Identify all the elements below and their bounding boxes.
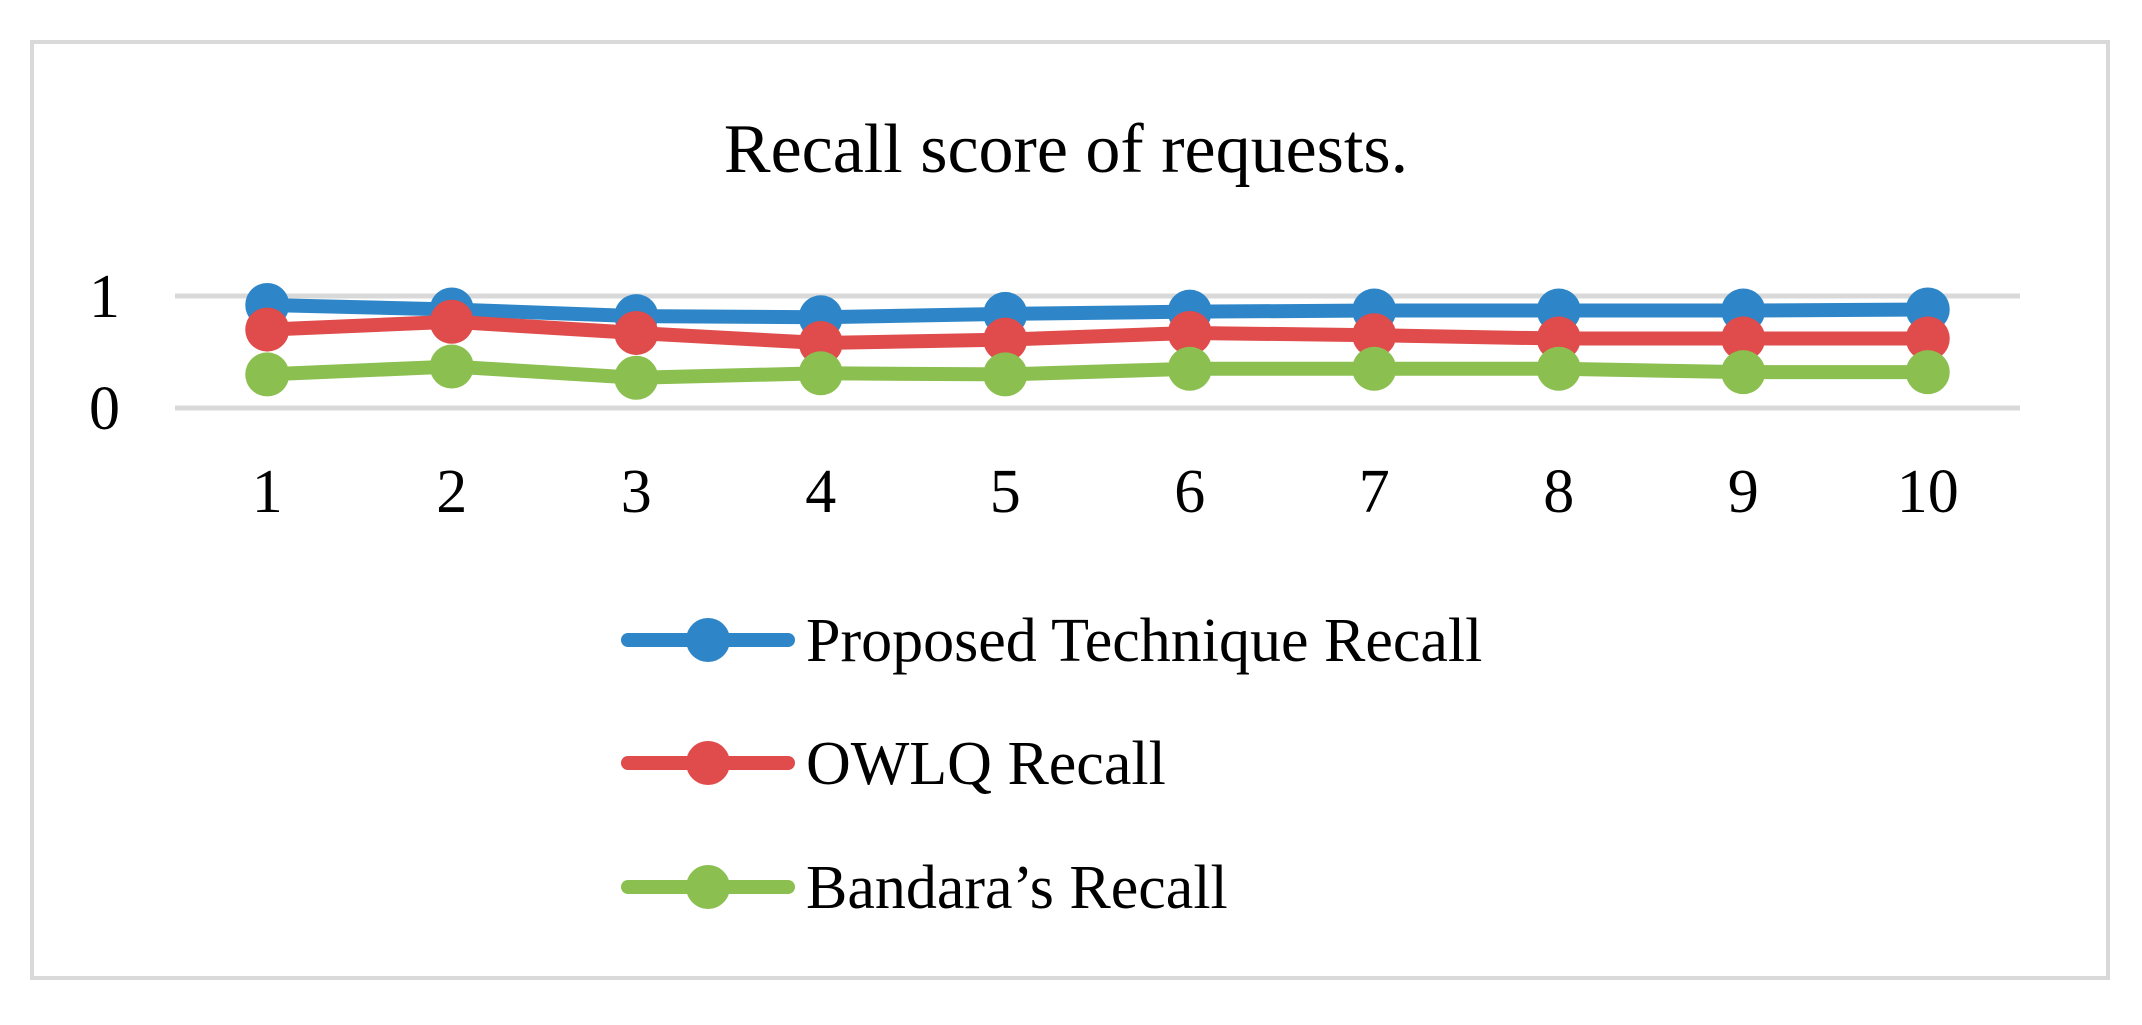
y-axis-ticks: 01 — [89, 263, 120, 443]
x-tick-label: 3 — [621, 458, 652, 526]
data-point — [1905, 316, 1950, 361]
y-tick-label: 1 — [89, 263, 120, 331]
x-tick-label: 1 — [252, 458, 283, 526]
data-point — [1721, 350, 1766, 395]
data-point — [245, 307, 290, 352]
data-point — [1352, 313, 1397, 358]
data-point — [1167, 346, 1212, 391]
series-3 — [245, 344, 1950, 400]
data-point — [983, 352, 1028, 397]
data-point — [1721, 316, 1766, 361]
legend-label: Proposed Technique Recall — [806, 607, 1482, 675]
chart-title: Recall score of requests. — [724, 111, 1408, 188]
data-point — [1905, 350, 1950, 395]
x-tick-label: 4 — [805, 458, 836, 526]
data-point — [429, 299, 474, 344]
x-tick-label: 7 — [1359, 458, 1390, 526]
data-point — [1352, 346, 1397, 391]
series-line — [260, 297, 1935, 325]
data-point — [1536, 316, 1581, 361]
data-point — [614, 355, 659, 400]
series-lines — [245, 282, 1950, 400]
legend-marker — [686, 865, 730, 909]
legend-item: OWLQ Recall — [621, 730, 1166, 798]
series-2 — [245, 299, 1950, 366]
gridlines — [175, 293, 2020, 411]
legend-item: Proposed Technique Recall — [621, 607, 1482, 675]
data-point — [245, 352, 290, 397]
legend-marker — [686, 741, 730, 785]
data-point — [1167, 310, 1212, 355]
data-point — [429, 344, 474, 389]
chart-frame — [30, 40, 2110, 980]
series-line — [260, 359, 1935, 385]
legend-item: Bandara’s Recall — [621, 854, 1228, 922]
y-tick-label: 0 — [89, 375, 120, 443]
x-tick-label: 6 — [1174, 458, 1205, 526]
data-point — [983, 317, 1028, 362]
data-point — [614, 310, 659, 355]
x-tick-label: 5 — [990, 458, 1021, 526]
series-line — [260, 314, 1935, 351]
x-tick-label: 2 — [436, 458, 467, 526]
legend-label: Bandara’s Recall — [806, 854, 1228, 922]
x-tick-label: 9 — [1728, 458, 1759, 526]
data-point — [1536, 346, 1581, 391]
legend-marker — [686, 618, 730, 662]
legend-label: OWLQ Recall — [806, 730, 1166, 798]
x-axis-ticks: 1 2 3 4 5 6 7 8 9 10 — [252, 458, 1959, 526]
x-tick-label: 8 — [1543, 458, 1574, 526]
x-tick-label: 10 — [1897, 458, 1959, 526]
data-point — [798, 351, 843, 396]
data-point — [798, 321, 843, 366]
